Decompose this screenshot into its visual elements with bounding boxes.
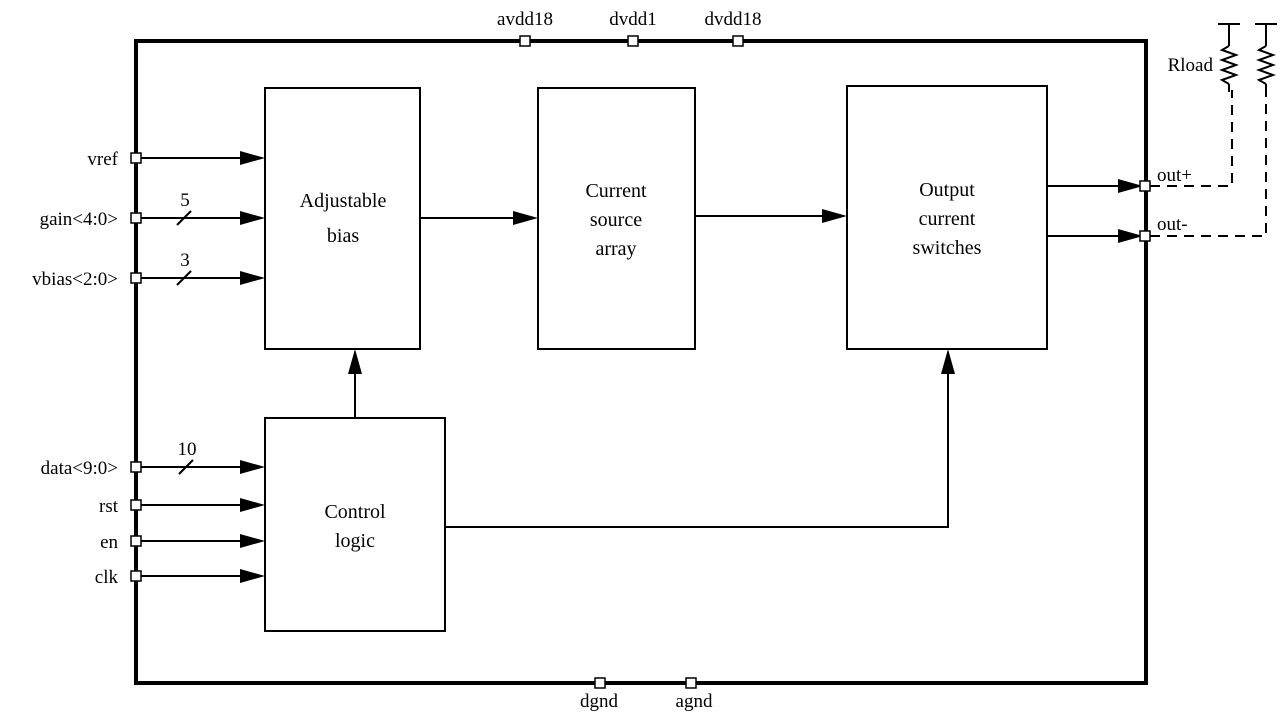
out-minus-label: out-: [1157, 214, 1188, 235]
data-bus-width: 10: [178, 439, 197, 460]
current-source-array-block: [537, 87, 696, 350]
out-plus-pin: [1139, 180, 1151, 192]
adjustable-bias-block: [264, 87, 421, 350]
vref-pin: [130, 152, 142, 164]
control-to-switch-wire: [445, 364, 949, 528]
adjustable-bias-label-1: Adjustable: [300, 190, 387, 212]
output-switches-label-2: current: [919, 208, 976, 230]
dvdd1-pin: [627, 35, 639, 47]
vbias-bus-slash: [176, 270, 192, 286]
out-plus-load-connection: [1150, 90, 1233, 187]
current-source-label-3: array: [595, 238, 636, 260]
en-arrow: [240, 534, 265, 548]
clk-pin: [130, 570, 142, 582]
vbias-bus-width: 3: [180, 250, 190, 271]
bias-to-source-arrow: [513, 211, 538, 225]
clk-label: clk: [95, 567, 119, 588]
output-switches-label-3: switches: [913, 237, 982, 259]
clk-arrow: [240, 569, 265, 583]
out-plus-label: out+: [1157, 165, 1192, 186]
dvdd18-pin: [732, 35, 744, 47]
out-plus-arrow: [1118, 179, 1143, 193]
gain-bus-slash: [176, 210, 192, 226]
output-switches-label-1: Output: [919, 179, 975, 201]
agnd-pin: [685, 677, 697, 689]
out-minus-pin: [1139, 230, 1151, 242]
vbias-pin: [130, 272, 142, 284]
rload-resistor-minus: [1255, 23, 1277, 92]
control-logic-label-1: Control: [324, 501, 386, 523]
agnd-label: agnd: [676, 691, 713, 712]
en-pin: [130, 535, 142, 547]
dvdd18-label: dvdd18: [705, 9, 762, 30]
dgnd-label: dgnd: [580, 691, 619, 712]
rload-resistor-plus: [1218, 23, 1240, 92]
gain-pin: [130, 212, 142, 224]
vbias-arrow: [240, 271, 265, 285]
rst-label: rst: [99, 496, 119, 517]
current-source-label-1: Current: [585, 180, 647, 202]
source-to-switch-arrow: [822, 209, 847, 223]
gain-bus-width: 5: [180, 190, 190, 211]
data-bus-slash: [178, 459, 194, 475]
chip-boundary: [134, 39, 1148, 685]
avdd18-label: avdd18: [497, 9, 553, 30]
en-label: en: [100, 532, 118, 553]
gain-arrow: [240, 211, 265, 225]
data-pin: [130, 461, 142, 473]
control-to-switch-arrow: [941, 349, 955, 374]
vbias-label: vbias<2:0>: [32, 269, 118, 290]
control-logic-block: [264, 417, 446, 632]
data-arrow: [240, 460, 265, 474]
data-label: data<9:0>: [41, 458, 118, 479]
rst-pin: [130, 499, 142, 511]
out-minus-arrow: [1118, 229, 1143, 243]
control-logic-label-2: logic: [335, 530, 375, 552]
rload-label: Rload: [1168, 55, 1214, 76]
dvdd1-label: dvdd1: [609, 9, 657, 30]
output-current-switches-block: [846, 85, 1048, 350]
current-source-label-2: source: [590, 209, 642, 231]
out-minus-load-connection: [1150, 90, 1267, 237]
rst-arrow: [240, 498, 265, 512]
control-to-bias-arrow: [348, 349, 362, 374]
avdd18-pin: [519, 35, 531, 47]
dgnd-pin: [594, 677, 606, 689]
vref-label: vref: [87, 149, 118, 170]
adjustable-bias-label-2: bias: [327, 225, 359, 247]
gain-label: gain<4:0>: [40, 209, 118, 230]
vref-arrow: [240, 151, 265, 165]
